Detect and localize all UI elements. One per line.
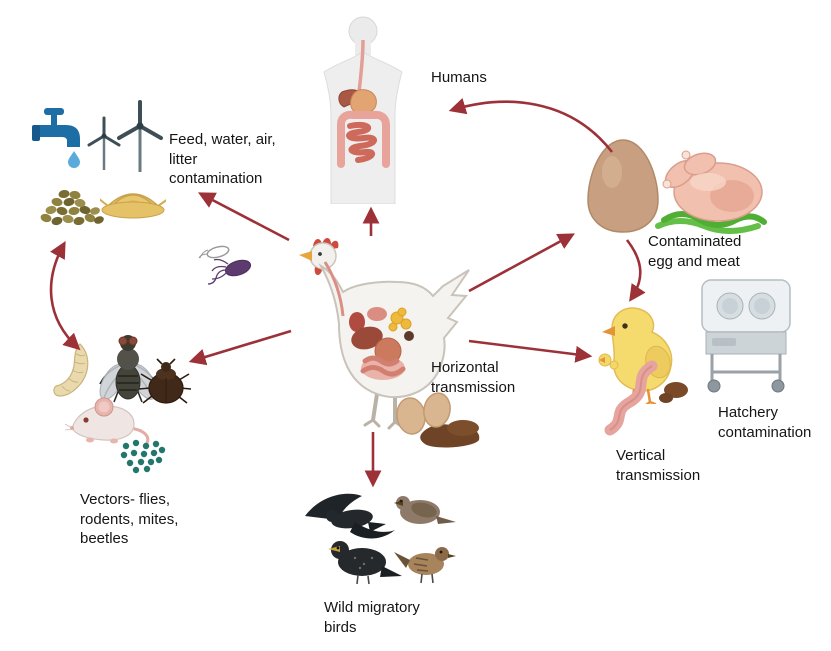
feed-pellets-illustration	[34, 178, 108, 228]
egg-icon	[587, 139, 659, 233]
contaminated-egg-illustration	[586, 138, 660, 234]
chicken-meat-icon	[655, 150, 767, 234]
label-humans: Humans	[431, 69, 487, 86]
mouse-illustration	[64, 386, 150, 444]
water-tap-icon	[32, 108, 80, 168]
chick-icon	[602, 307, 673, 404]
arrow-chicken-to-feed	[198, 192, 290, 242]
bacteria-dots-illustration	[116, 436, 166, 476]
chick-illustration	[600, 302, 692, 404]
label-wild-migratory-birds: Wild migratory birds	[324, 599, 420, 636]
oviduct-ribbon-icon	[598, 353, 688, 436]
salmonella-bacteria-icon	[198, 245, 252, 285]
arrow-chicken-to-eggmeat	[468, 233, 575, 293]
wind-turbines-illustration	[86, 92, 164, 176]
human-digestive-system-illustration	[298, 14, 428, 204]
litter-hay-illustration	[100, 176, 166, 220]
water-tap-illustration	[28, 104, 92, 168]
feed-pellets-icon	[40, 189, 104, 226]
arrow-egg-to-chick	[625, 239, 646, 302]
larva-illustration	[50, 340, 92, 400]
label-contaminated-egg-meat: Contaminated egg and meat	[648, 233, 742, 270]
label-vertical-transmission: Vertical transmission	[616, 447, 701, 484]
wind-turbine-icon	[87, 100, 163, 172]
vertical-transmission-path-illustration	[592, 352, 692, 440]
microbe-dots-icon	[120, 439, 166, 474]
mite-beetle-illustration	[138, 358, 192, 410]
arrow-chicken-to-vectors	[188, 329, 292, 366]
arrow-feed-vectors-cycle	[49, 241, 81, 351]
human-figure-icon	[323, 16, 403, 204]
eggs-in-dirt-illustration	[393, 388, 483, 450]
chicken-illustration	[285, 226, 475, 436]
label-horizontal-transmission: Horizontal transmission	[431, 359, 516, 396]
hay-icon	[100, 193, 166, 219]
incubator-icon	[701, 279, 791, 393]
hatchery-incubator-illustration	[690, 276, 802, 396]
label-feed-contamination: Feed, water, air, litter contamination	[169, 131, 276, 187]
larva-icon	[53, 343, 89, 397]
wild-birds-illustration	[300, 486, 460, 598]
label-vectors: Vectors- flies, rodents, mites, beetles	[80, 491, 179, 547]
mouse-icon	[64, 397, 150, 444]
eggs-dirt-icon	[396, 392, 480, 448]
bacteria-illustration	[198, 238, 262, 292]
arrow-chicken-to-vertical	[468, 339, 593, 363]
wild-birds-icon	[305, 493, 456, 585]
raw-chicken-meat-illustration	[652, 146, 770, 236]
chicken-with-organs-icon	[299, 237, 470, 430]
beetle-icon	[138, 358, 192, 404]
label-hatchery-contamination: Hatchery contamination	[718, 404, 812, 441]
